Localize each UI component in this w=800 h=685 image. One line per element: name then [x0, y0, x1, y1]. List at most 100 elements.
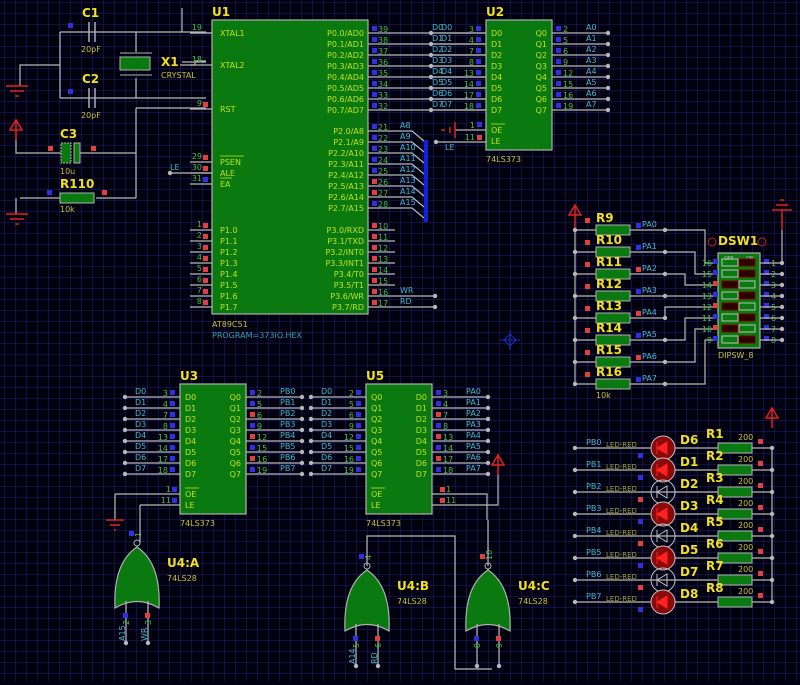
pin-marker	[713, 303, 718, 308]
u5-latch-body[interactable]	[365, 383, 433, 515]
u1-pin-label: XTAL1	[220, 29, 245, 38]
pin-marker	[372, 92, 377, 97]
wire	[366, 535, 492, 670]
u1-ref: U1	[212, 5, 230, 19]
u1-mcu[interactable]: U1AT89C51PROGRAM=373IO.HEX19XTAL118XTAL2…	[167, 5, 485, 340]
pin-marker	[436, 390, 441, 395]
u1-pin-label: P1.0	[220, 226, 238, 235]
junction	[485, 394, 491, 400]
u1-pin-num: 12	[378, 244, 388, 253]
pin-marker	[476, 103, 481, 108]
u5-latch-ref: U5	[366, 369, 384, 383]
net-label: PB5	[280, 442, 295, 451]
u1-pin-num: 33	[378, 91, 388, 100]
resistor-ref: R15	[596, 343, 622, 357]
pin-marker	[372, 245, 377, 250]
dip-switch[interactable]	[721, 291, 739, 300]
pin-marker	[372, 223, 377, 228]
power-icon	[567, 203, 583, 230]
pin-marker	[172, 498, 177, 503]
u1-pin-label: P1.6	[220, 292, 238, 301]
pin-num: 11	[702, 314, 712, 323]
u1-pin-num: 21	[378, 123, 388, 132]
dip-switch[interactable]	[721, 324, 739, 333]
dip-switch[interactable]	[721, 269, 739, 278]
ground-icon	[6, 213, 28, 225]
pin-marker	[356, 390, 361, 395]
resistor-value: 200	[738, 565, 753, 574]
pin-marker	[145, 613, 150, 618]
net-label: LE	[445, 143, 455, 152]
pin-label: Q0	[536, 29, 547, 38]
u1-pin-label: P3.5/T1	[334, 281, 364, 290]
pin-marker	[375, 636, 380, 641]
dsw1-body[interactable]	[717, 252, 761, 349]
pin-label: D2	[185, 415, 196, 424]
junction	[572, 249, 578, 255]
junction	[605, 52, 611, 58]
u1-part: AT89C51	[212, 320, 248, 329]
reset-section[interactable]: C3 10u R110 10k	[6, 107, 206, 225]
dip-switch[interactable]	[721, 302, 739, 311]
pin-label: Q3	[536, 62, 547, 71]
pin-marker	[713, 259, 718, 264]
pin-num: 3	[443, 389, 448, 398]
net-label: PA6	[466, 453, 481, 462]
net-label: D0	[441, 23, 452, 32]
crystal-section[interactable]: C1 20pF C2 20pF X1 CRYSTAL	[6, 6, 206, 120]
junction	[485, 427, 491, 433]
dip-switch[interactable]	[721, 335, 739, 344]
pin-num: 6	[374, 643, 383, 648]
net-label: D6	[135, 453, 146, 462]
dip-switch[interactable]	[721, 258, 739, 267]
junction	[122, 449, 128, 455]
led-part: LED-RED	[606, 595, 637, 603]
pin-num: 6	[563, 47, 568, 56]
pin-marker	[764, 270, 769, 275]
pin-marker	[372, 267, 377, 272]
pin-marker	[476, 70, 481, 75]
u1-pin-label: P1.2	[220, 248, 238, 257]
u1-pin-num: 16	[378, 288, 388, 297]
u1-pin-label: P3.2/INT0	[325, 248, 364, 257]
pin-marker	[474, 636, 479, 641]
wire	[368, 141, 425, 153]
pin-marker	[356, 467, 361, 472]
wire	[368, 130, 425, 142]
c3-ref: C3	[60, 127, 77, 141]
u2-latch-body[interactable]	[485, 19, 553, 151]
pin-marker	[713, 292, 718, 297]
net-label: D7	[441, 100, 452, 109]
net-label: D1	[432, 34, 443, 43]
resistor-body	[717, 574, 753, 586]
pin-marker	[436, 412, 441, 417]
pin-label: Q5	[230, 448, 241, 457]
resistor-value: 200	[738, 543, 753, 552]
dip-switch[interactable]	[721, 280, 739, 289]
pin-marker	[636, 311, 641, 316]
u1-body[interactable]	[211, 19, 369, 315]
pin-num: 15	[563, 80, 573, 89]
pin-marker	[203, 102, 208, 107]
pin-label: Q7	[371, 470, 382, 479]
pin-label: D3	[185, 426, 196, 435]
dip-switch[interactable]	[721, 313, 739, 322]
pin-label: Q3	[371, 426, 382, 435]
crystal-body[interactable]	[119, 56, 151, 71]
resistor-value: 200	[738, 499, 753, 508]
net-label: PB1	[280, 398, 295, 407]
net-label: D5	[432, 78, 443, 87]
junction	[299, 460, 305, 466]
u3-latch-body[interactable]	[179, 383, 247, 515]
